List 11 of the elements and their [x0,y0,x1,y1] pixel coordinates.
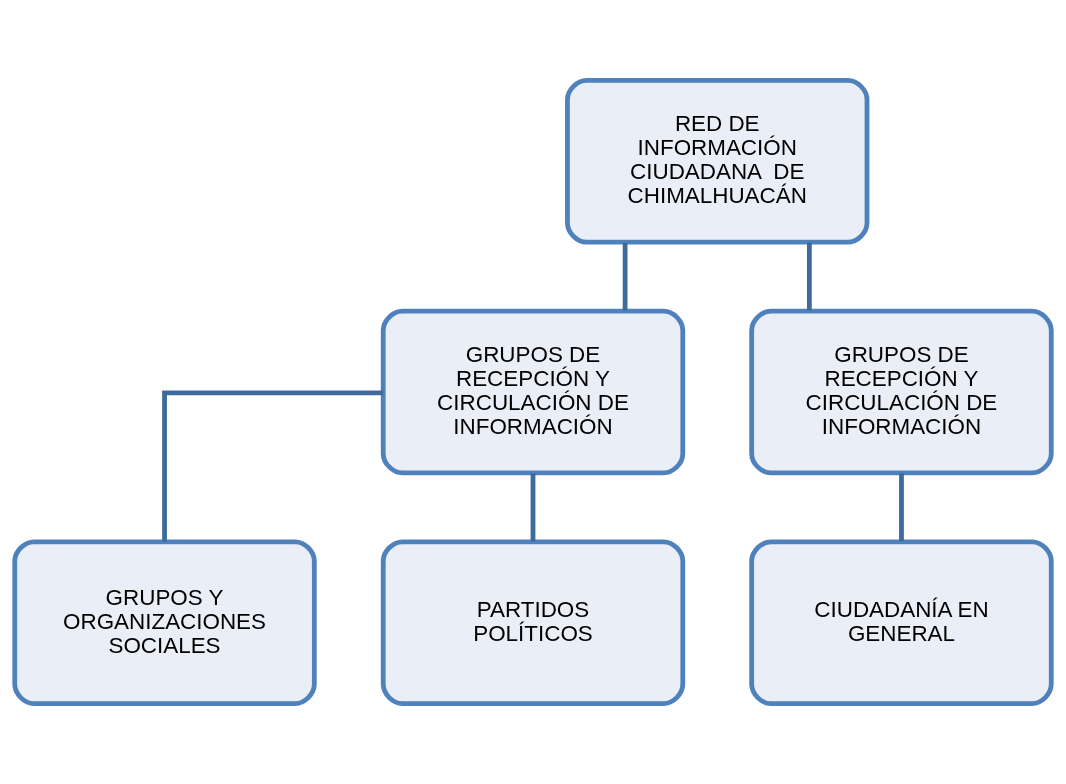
connector [806,242,812,311]
connector [162,390,384,542]
node-box: GRUPOS DE RECEPCIÓN Y CIRCULACIÓN DE INFORMACIÓN [749,308,1054,476]
connector [622,242,628,311]
node-box: RED DE INFORMACIÓN CIUDADANA DE CHIMALHUACÁN [565,78,870,245]
connector [899,473,904,542]
node-box: GRUPOS Y ORGANIZACIONES SOCIALES [12,539,317,706]
node-box: GRUPOS DE RECEPCIÓN Y CIRCULACIÓN DE INFORMACIÓN [380,308,686,476]
node-box: PARTIDOS POLÍTICOS [380,539,686,706]
node-box: CIUDADANÍA EN GENERAL [749,539,1054,706]
connector [530,473,536,542]
